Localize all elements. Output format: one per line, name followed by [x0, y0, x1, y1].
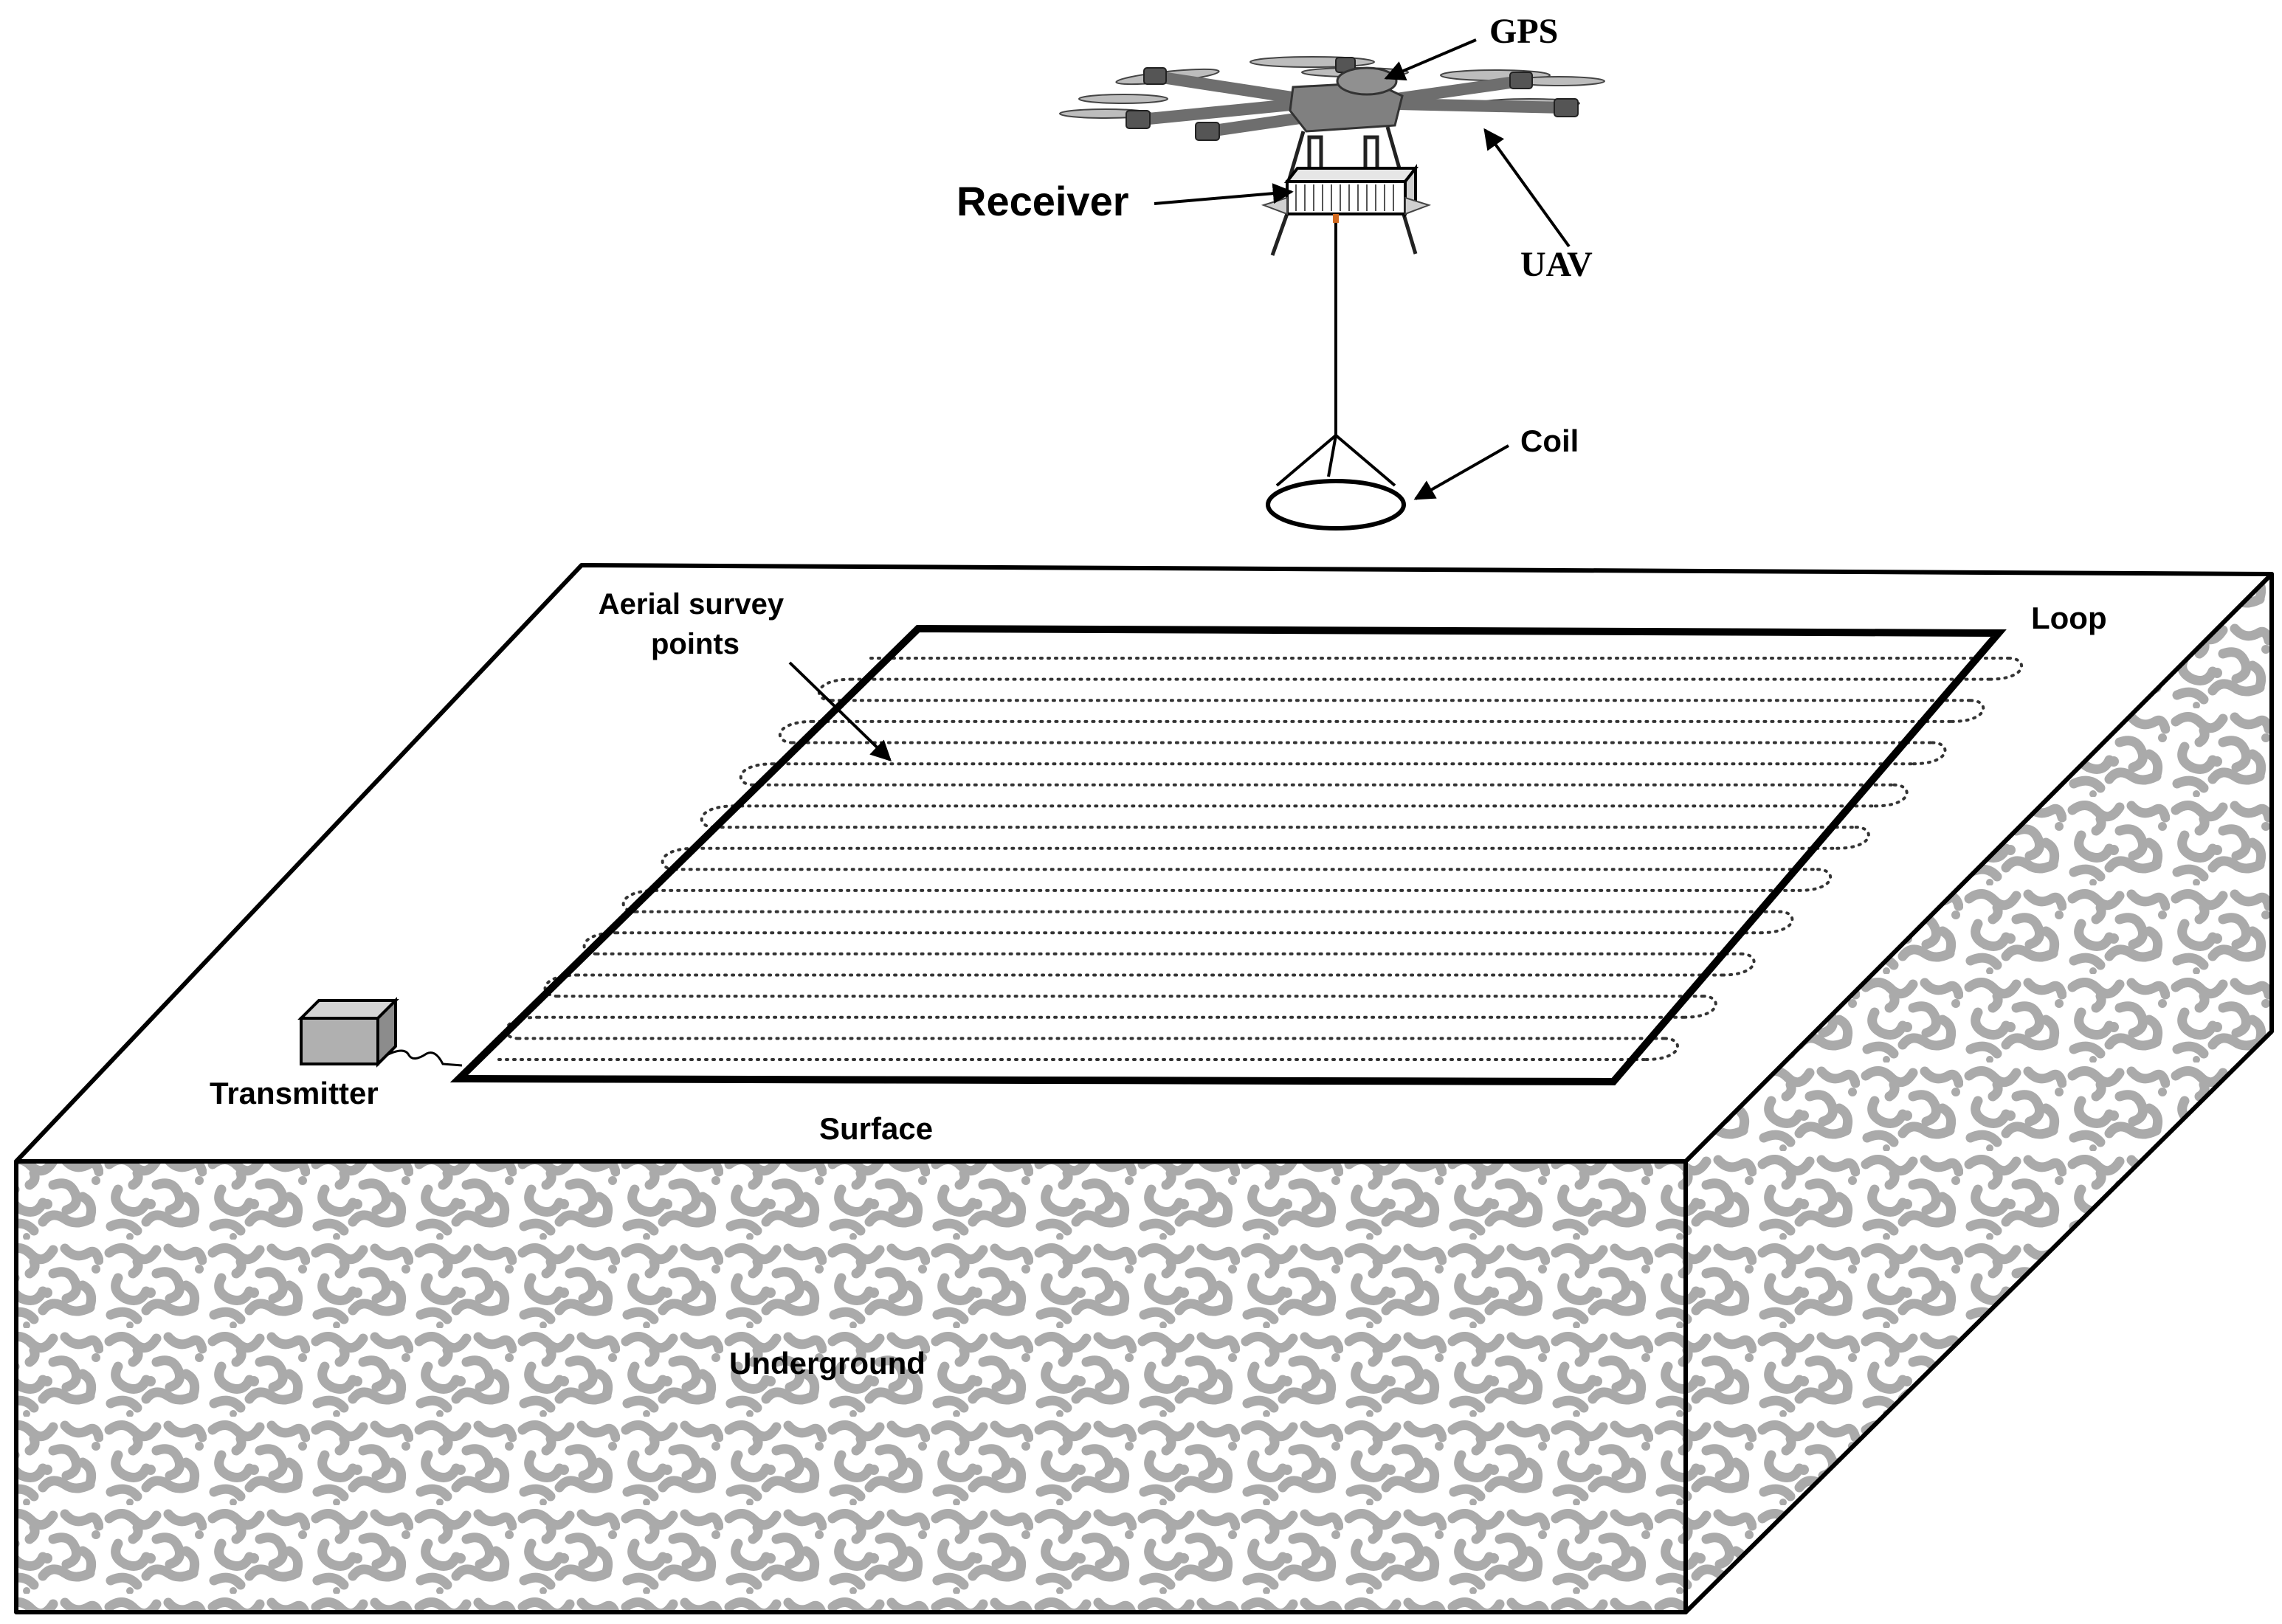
aerial-survey-label: Aerial survey points	[599, 588, 792, 660]
transmitter-label: Transmitter	[210, 1076, 379, 1110]
coil-loop	[1266, 479, 1406, 531]
underground-label: Underground	[729, 1346, 925, 1381]
receiver-arrow	[1154, 183, 1294, 205]
transmitter-box	[297, 997, 463, 1068]
receiver-label: Receiver	[956, 178, 1129, 224]
uav-label: UAV	[1520, 245, 1593, 284]
uav-drone	[1059, 56, 1605, 531]
underground-front-face	[14, 1159, 1688, 1614]
gps-antenna	[1336, 66, 1398, 96]
transmitter-cable	[386, 1049, 463, 1067]
gps-label: GPS	[1489, 12, 1558, 51]
coil-label: Coil	[1520, 424, 1579, 458]
aerial-survey-label-line2: points	[651, 628, 740, 660]
uav-arrow	[1483, 128, 1571, 248]
surface-label: Surface	[819, 1111, 933, 1146]
transmitter-loop	[449, 624, 2007, 1086]
survey-flight-path	[497, 657, 2023, 1061]
aerial-survey-label-line1: Aerial survey	[599, 588, 785, 621]
aerial-survey-arrow	[788, 661, 892, 761]
aerial-survey-lines	[497, 657, 2023, 1061]
gps-arrow	[1384, 38, 1477, 80]
loop-label: Loop	[2031, 601, 2107, 635]
coil-arrow	[1413, 444, 1509, 500]
coil-suspension	[1275, 434, 1396, 487]
label-arrows	[788, 38, 1571, 761]
receiver-box	[1261, 164, 1432, 223]
diagram-labels: GPS Receiver UAV Coil Aerial survey poin…	[210, 12, 2107, 1381]
